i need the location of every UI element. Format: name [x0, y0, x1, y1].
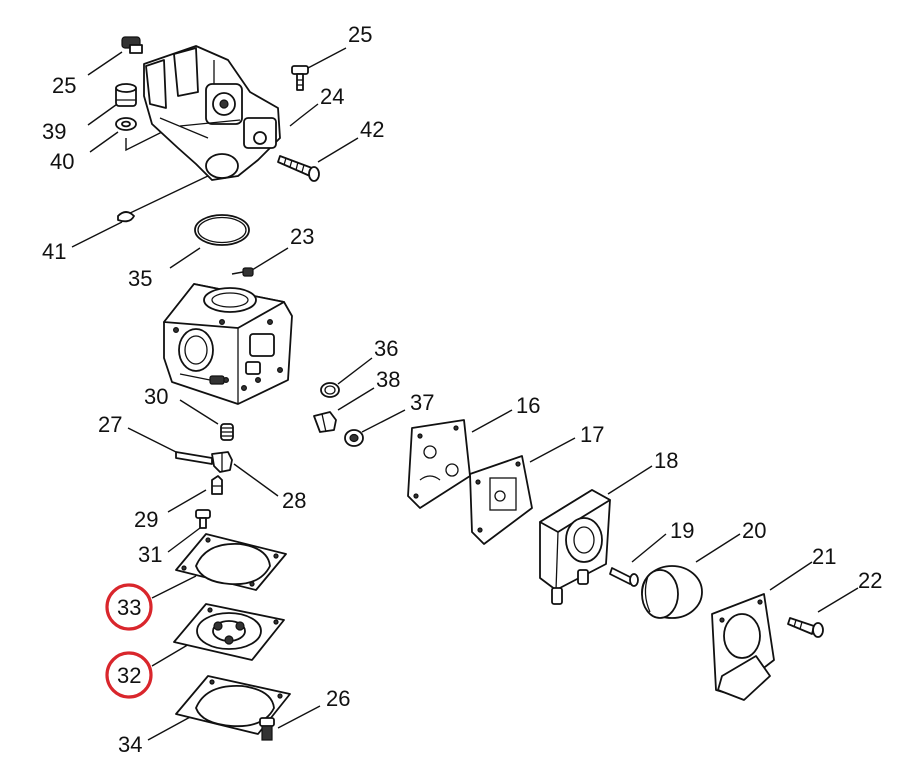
part-42-screw [277, 155, 320, 182]
callout-19: 19 [670, 518, 694, 543]
part-30-spring [220, 423, 234, 441]
part-28-lever [211, 451, 233, 473]
callout-24: 24 [320, 84, 344, 109]
highlight-circle-33 [105, 583, 153, 631]
callout-39: 39 [42, 119, 66, 144]
part-32-diaphragm [173, 603, 285, 661]
callout-40: 40 [50, 149, 74, 174]
highlight-markers [105, 583, 153, 699]
part-carburetor-body [163, 283, 293, 405]
callout-36: 36 [374, 336, 398, 361]
part-37-plug [344, 429, 364, 447]
highlight-circle-32 [105, 651, 153, 699]
callout-20: 20 [742, 518, 766, 543]
callout-32: 32 [117, 663, 141, 688]
callout-labels: 25 25 39 24 40 42 41 23 35 36 38 30 37 1… [42, 22, 882, 757]
callout-33: 33 [117, 595, 141, 620]
part-39-nut [115, 83, 137, 107]
part-26-screw [259, 717, 275, 741]
part-16-pump-gasket [407, 419, 471, 509]
part-21-bulb-retainer [711, 593, 775, 701]
callout-25-right: 25 [348, 22, 372, 47]
callout-23: 23 [290, 224, 314, 249]
part-23-small-screw [231, 267, 254, 277]
part-36-small-o-ring [320, 382, 340, 398]
callout-27: 27 [98, 412, 122, 437]
callout-21: 21 [812, 544, 836, 569]
callout-31: 31 [138, 542, 162, 567]
part-18-pump-cover [539, 489, 611, 605]
part-17-pump-diaphragm [469, 455, 533, 545]
part-25-screw-left [121, 36, 143, 54]
part-33-gasket [175, 533, 287, 591]
callout-37: 37 [410, 390, 434, 415]
callout-18: 18 [654, 448, 678, 473]
callout-34: 34 [118, 732, 142, 757]
part-25-screw-right [291, 65, 309, 91]
callout-28: 28 [282, 488, 306, 513]
part-27-pin [175, 451, 213, 465]
callout-41: 41 [42, 239, 66, 264]
callout-26: 26 [326, 686, 350, 711]
part-29-needle [211, 475, 223, 495]
callout-38: 38 [376, 367, 400, 392]
part-35-o-ring [194, 214, 250, 246]
part-38-needle-valve [313, 411, 337, 433]
callout-16: 16 [516, 393, 540, 418]
part-24-lever-assembly [143, 45, 281, 181]
part-40-washer [115, 117, 137, 131]
part-41-clip [117, 211, 135, 223]
callout-29: 29 [134, 507, 158, 532]
part-20-primer-bulb [641, 565, 703, 619]
part-19-screw [609, 567, 639, 587]
callout-25-left: 25 [52, 73, 76, 98]
callout-30: 30 [144, 384, 168, 409]
part-31-screw [195, 509, 211, 529]
callout-35: 35 [128, 266, 152, 291]
callout-17: 17 [580, 422, 604, 447]
part-22-screw [787, 617, 824, 638]
callout-22: 22 [858, 568, 882, 593]
callout-42: 42 [360, 117, 384, 142]
